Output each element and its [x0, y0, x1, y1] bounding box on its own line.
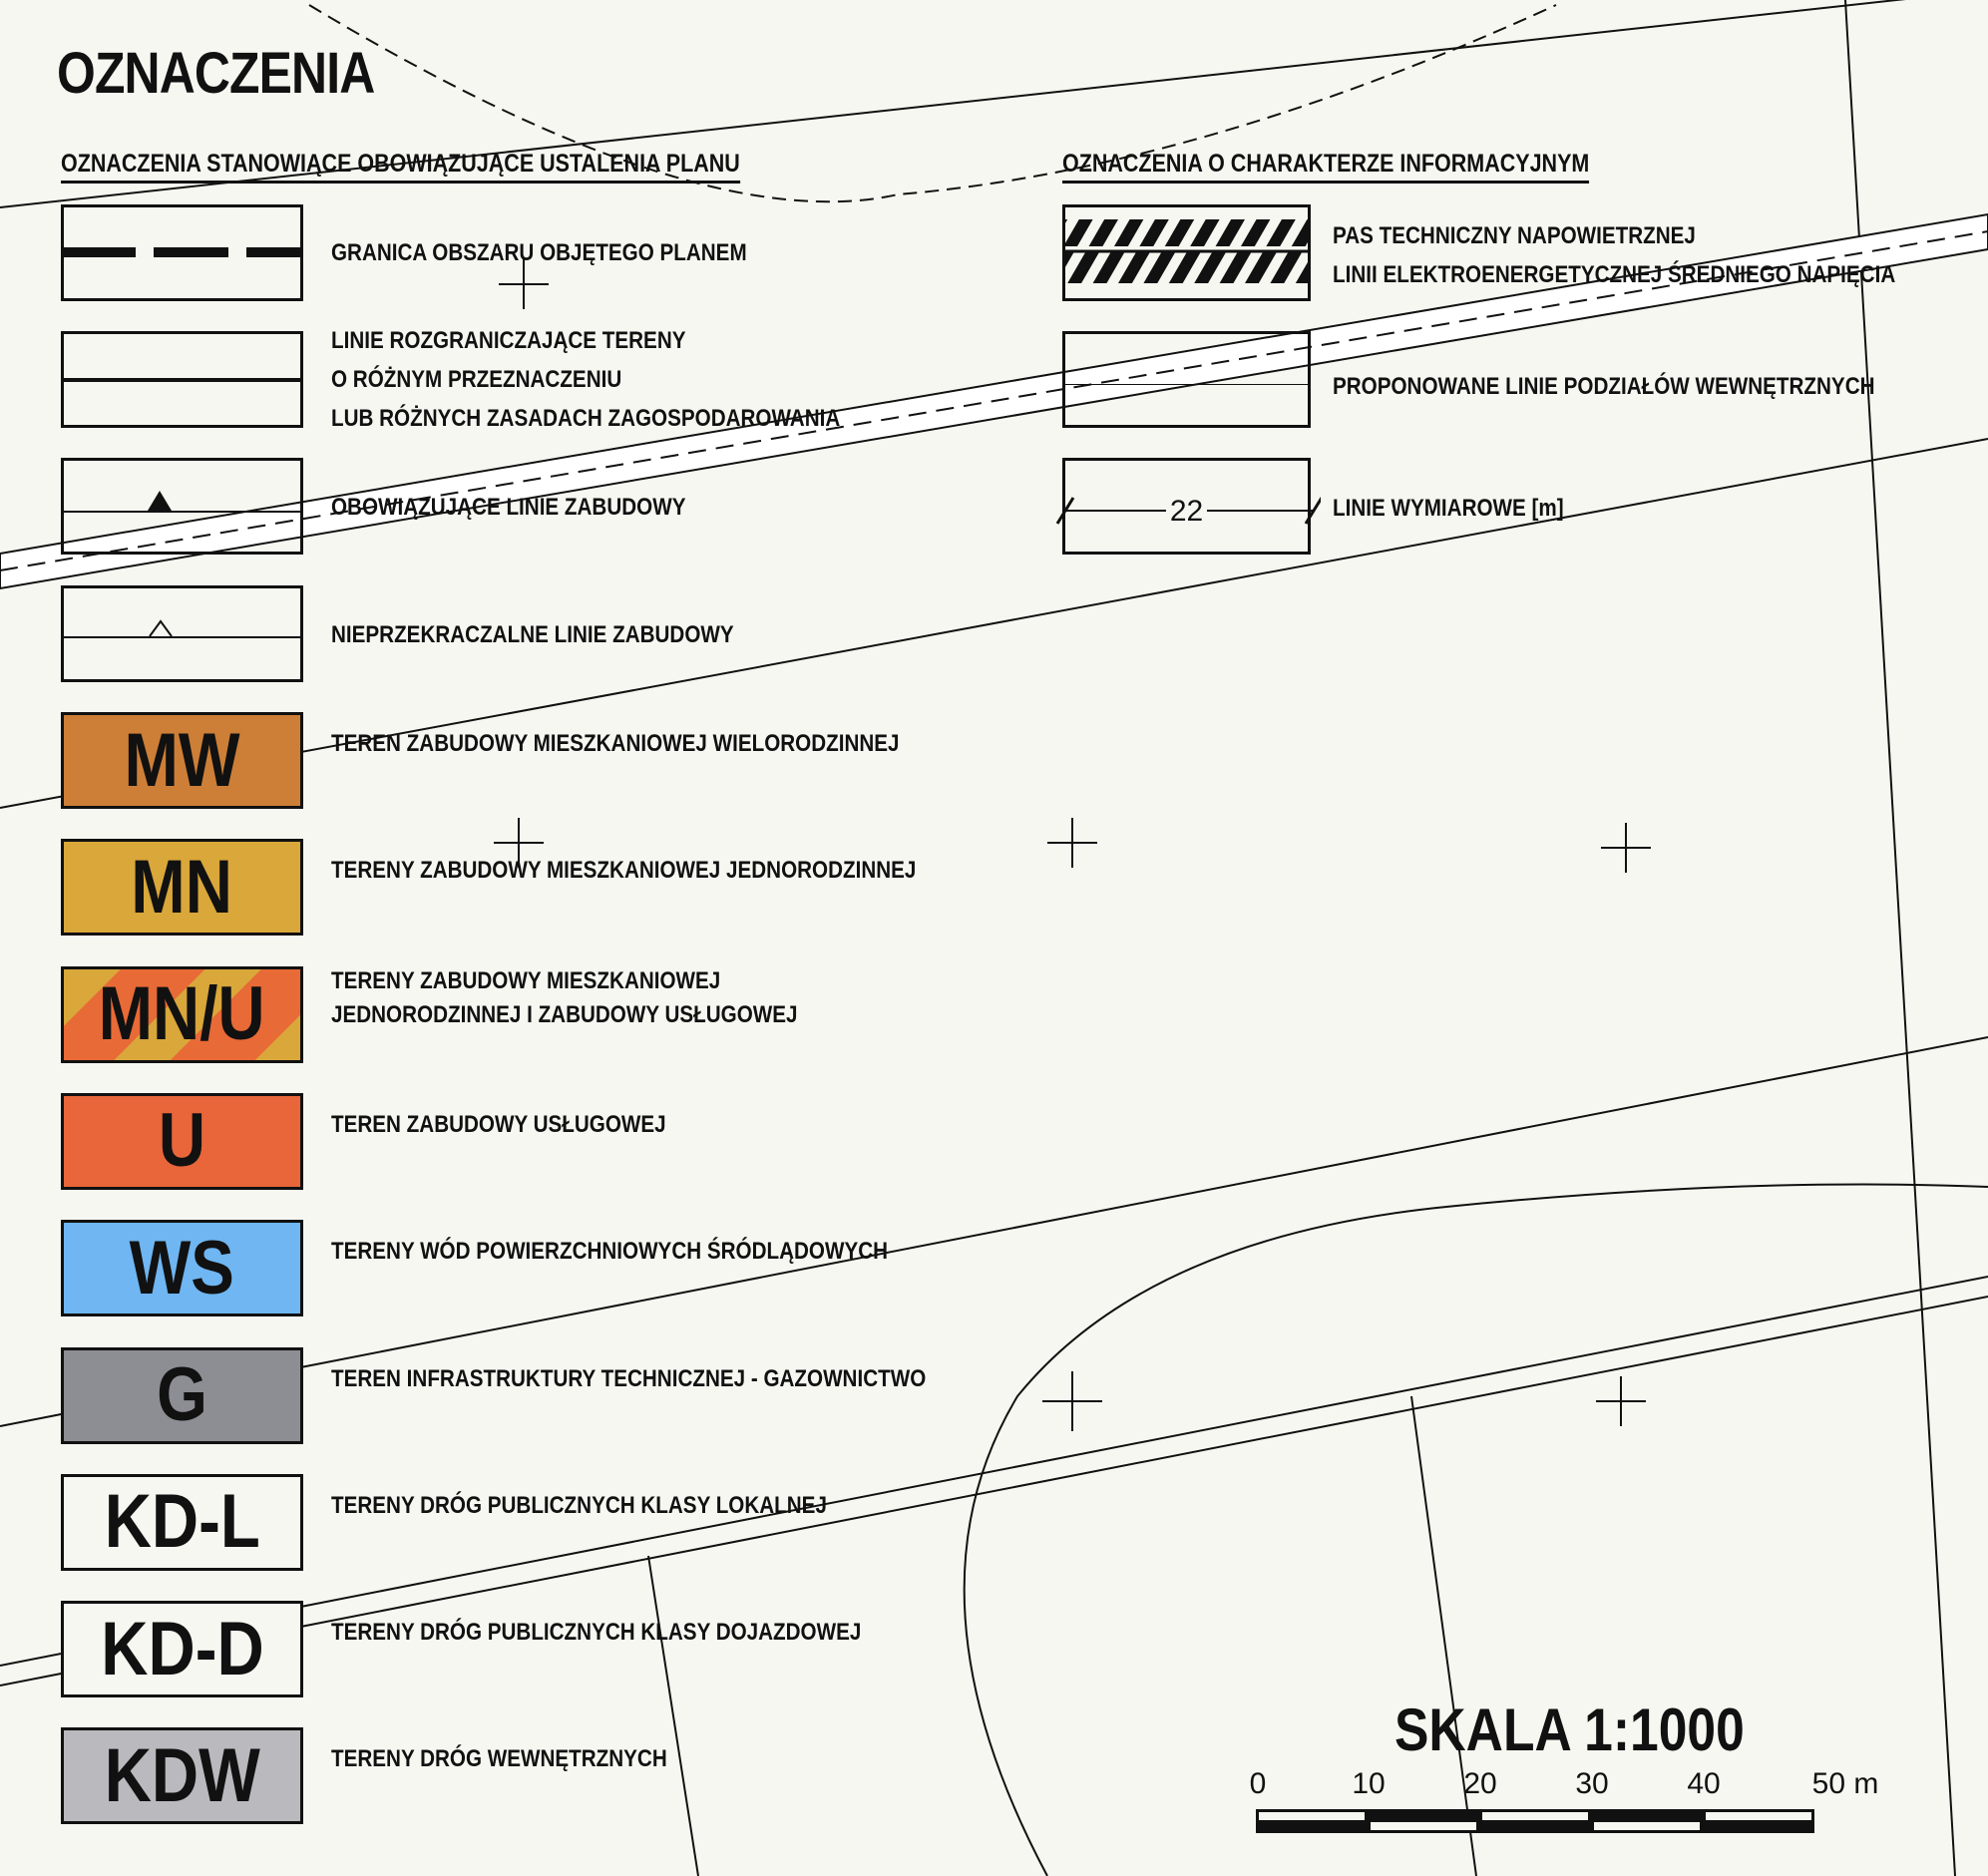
zone-swatch: MN/U	[61, 965, 303, 1063]
legend-label: TEREN INFRASTRUKTURY TECHNICZNEJ - GAZOW…	[331, 1364, 927, 1392]
legend-label: PAS TECHNICZNY NAPOWIETRZNEJ	[1333, 222, 1696, 249]
zone-code: WS	[129, 1225, 235, 1311]
scale-tick-label: 50 m	[1811, 1767, 1879, 1800]
open-triangle-icon	[149, 619, 173, 637]
zone-code: MN/U	[98, 971, 265, 1057]
legend-label: TERENY WÓD POWIERZCHNIOWYCH ŚRÓDLĄDOWYCH	[331, 1238, 889, 1266]
zone-swatch: U	[61, 1092, 303, 1190]
zone-swatch: KDW	[61, 1727, 303, 1825]
filled-triangle-icon	[148, 491, 172, 511]
zone-code: MN	[131, 844, 233, 930]
dimension-line-symbol: 22	[1055, 458, 1321, 555]
zone-swatch: KD-L	[61, 1473, 303, 1571]
section-binding-heading: OZNACZENIA STANOWIĄCE OBOWIĄZUJĄCE USTAL…	[61, 150, 740, 184]
map-road-edge	[0, 1296, 1988, 1687]
scale-bar	[1256, 1809, 1814, 1833]
powerline-strip	[0, 212, 1988, 590]
zone-swatch: KD-D	[61, 1601, 303, 1698]
legend-label: TERENY DRÓG PUBLICZNYCH KLASY DOJAZDOWEJ	[331, 1619, 862, 1647]
legend-label: TEREN ZABUDOWY MIESZKANIOWEJ WIELORODZIN…	[331, 730, 900, 757]
solid-line-symbol	[61, 331, 303, 428]
scale-tick-label: 20	[1463, 1767, 1497, 1800]
map-parcel-line	[0, 438, 1988, 809]
filled-triangle-line-symbol	[61, 458, 303, 555]
zone-swatch: MW	[61, 712, 303, 809]
legend-label: JEDNORODZINNEJ I ZABUDOWY USŁUGOWEJ	[331, 1000, 798, 1028]
legend-label: O RÓŻNYM PRZEZNACZENIU	[331, 366, 622, 393]
map-curve	[963, 1183, 1988, 1876]
legend-label: TERENY ZABUDOWY MIESZKANIOWEJ JEDNORODZI…	[331, 857, 917, 885]
thin-line-symbol	[1062, 331, 1311, 428]
zone-code: KD-D	[100, 1606, 264, 1691]
scale-tick-label: 0	[1249, 1767, 1267, 1800]
scale-title: SKALA 1:1000	[1394, 1696, 1745, 1763]
zone-code: KDW	[104, 1732, 260, 1818]
scale-tick-label: 40	[1687, 1767, 1721, 1800]
legend-label: TERENY ZABUDOWY MIESZKANIOWEJ	[331, 966, 721, 994]
legend-label: LUB RÓŻNYCH ZASADACH ZAGOSPODAROWANIA	[331, 405, 841, 432]
zone-swatch: G	[61, 1346, 303, 1444]
zone-code: U	[158, 1098, 206, 1184]
zone-swatch: WS	[61, 1220, 303, 1317]
dimension-value: 22	[1165, 494, 1208, 529]
survey-crosses	[494, 259, 1651, 1431]
scale-tick-label: 30	[1575, 1767, 1609, 1800]
hatched-strip-symbol	[1062, 204, 1311, 301]
legend-label: NIEPRZEKRACZALNE LINIE ZABUDOWY	[331, 621, 734, 648]
section-informational-heading: OZNACZENIA O CHARAKTERZE INFORMACYJNYM	[1062, 150, 1590, 184]
map-road-edge	[0, 1276, 1988, 1667]
map-parcel-line	[0, 1036, 1988, 1427]
legend-label: GRANICA OBSZARU OBJĘTEGO PLANEM	[331, 239, 747, 266]
map-parcel-line	[0, 0, 1906, 208]
legend-title: OZNACZENIA	[57, 41, 375, 106]
legend-label: TEREN ZABUDOWY USŁUGOWEJ	[331, 1110, 666, 1138]
legend-label: TERENY DRÓG PUBLICZNYCH KLASY LOKALNEJ	[331, 1491, 827, 1519]
legend-label: PROPONOWANE LINIE PODZIAŁÓW WEWNĘTRZNYCH	[1333, 373, 1875, 400]
zone-swatch: MN	[61, 839, 303, 937]
map-parcel-line	[1844, 0, 1956, 1876]
legend-label: LINII ELEKTROENERGETYCZNEJ ŚREDNIEGO NAP…	[1333, 261, 1896, 288]
dashed-boundary-symbol	[61, 204, 303, 301]
map-dashed-curve	[308, 4, 1557, 203]
zone-code: MW	[124, 717, 240, 803]
map-parcel-line	[647, 1555, 699, 1876]
legend-label: OBOWIĄZUJĄCE LINIE ZABUDOWY	[331, 494, 686, 521]
legend-label: TERENY DRÓG WEWNĘTRZNYCH	[331, 1745, 667, 1773]
zone-code: KD-L	[104, 1479, 260, 1565]
map-parcel-line	[1410, 1395, 1477, 1876]
legend-label: LINIE ROZGRANICZAJĄCE TERENY	[331, 327, 686, 354]
zone-code: G	[157, 1352, 207, 1437]
legend-label: LINIE WYMIAROWE [m]	[1333, 495, 1564, 522]
scale-tick-label: 10	[1352, 1767, 1386, 1800]
open-triangle-line-symbol	[61, 585, 303, 682]
